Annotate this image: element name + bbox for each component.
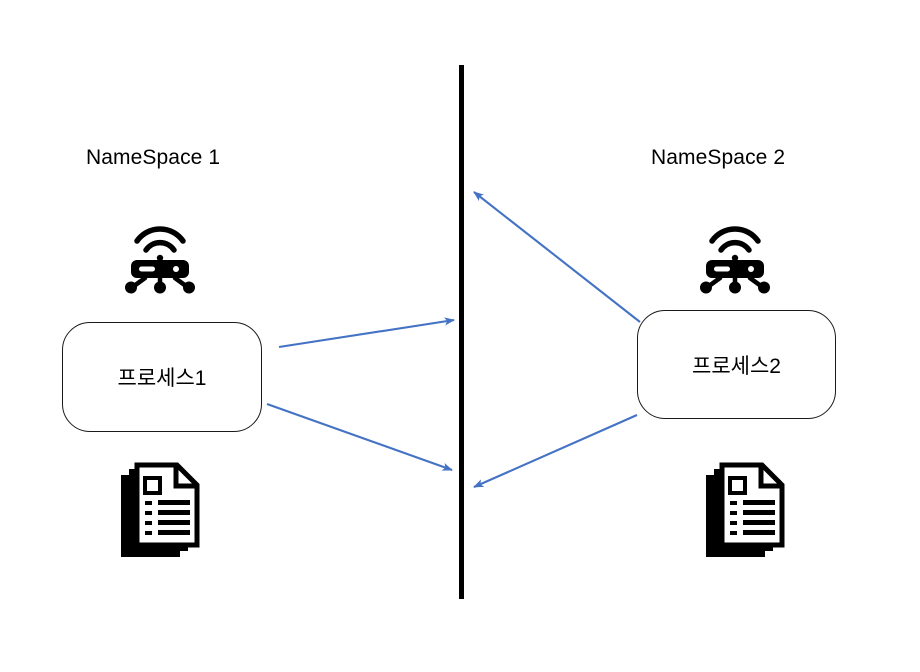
arrow-process2-to-boundary-lower [473,414,638,488]
arrow-process1-to-boundary-lower [266,403,453,471]
process-box-2[interactable]: 프로세스2 [637,310,836,419]
documents-stack-icon-right [703,462,791,567]
process-1-label: 프로세스1 [117,367,207,390]
process-box-1[interactable]: 프로세스1 [62,322,262,432]
wireless-router-icon-left [115,222,205,299]
documents-stack-icon-left [118,462,206,567]
arrow-process2-to-boundary-upper [473,191,641,323]
process-2-label: 프로세스2 [692,354,781,378]
arrow-process1-to-boundary-upper [278,317,455,349]
wireless-router-icon-right [690,222,780,299]
namespace-1-title: NameSpace 1 [86,146,221,169]
namespace-2-title: NameSpace 2 [651,146,786,169]
